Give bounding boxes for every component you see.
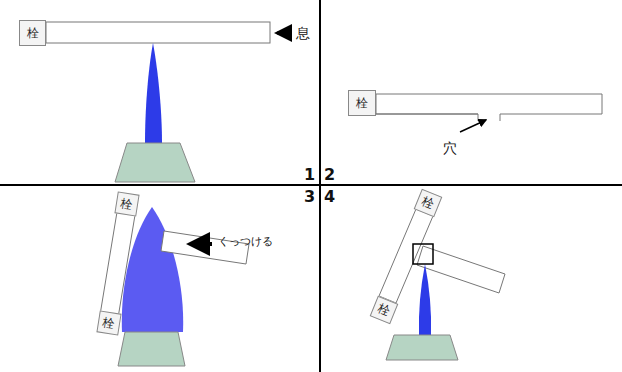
stopper-box: 栓 bbox=[96, 310, 121, 335]
stopper-box: 栓 bbox=[348, 90, 376, 116]
flame bbox=[122, 207, 183, 332]
burner bbox=[115, 143, 195, 182]
divider bbox=[0, 184, 622, 186]
stopper-label: 栓 bbox=[120, 197, 134, 211]
stopper-box: 栓 bbox=[19, 20, 46, 46]
junction-mark bbox=[413, 244, 433, 264]
flame bbox=[145, 43, 162, 143]
hole-edge bbox=[478, 114, 479, 121]
stopper-label: 栓 bbox=[356, 97, 368, 109]
callout-label: くっつける bbox=[218, 236, 273, 247]
burner bbox=[386, 335, 458, 360]
stopper-label: 栓 bbox=[420, 195, 436, 211]
callout-label: 穴 bbox=[443, 141, 457, 155]
burner bbox=[118, 332, 185, 366]
glass-tube bbox=[46, 22, 270, 43]
stopper-label: 栓 bbox=[27, 27, 39, 39]
panel-number: 4 bbox=[324, 189, 335, 205]
hole-edge bbox=[500, 114, 501, 121]
callout-label: 息 bbox=[296, 26, 310, 40]
stopper-label: 栓 bbox=[102, 316, 116, 330]
arrow bbox=[190, 242, 212, 246]
leader-arrow bbox=[460, 120, 486, 132]
panel-number: 2 bbox=[324, 167, 335, 183]
flame bbox=[419, 264, 431, 335]
glass-tube bbox=[417, 246, 505, 293]
stopper-box: 栓 bbox=[114, 191, 139, 216]
panel-number: 3 bbox=[304, 189, 315, 205]
panel-number: 1 bbox=[304, 167, 315, 183]
glass-tube bbox=[376, 94, 602, 114]
arrow bbox=[277, 32, 292, 35]
stopper-label: 栓 bbox=[376, 302, 392, 318]
